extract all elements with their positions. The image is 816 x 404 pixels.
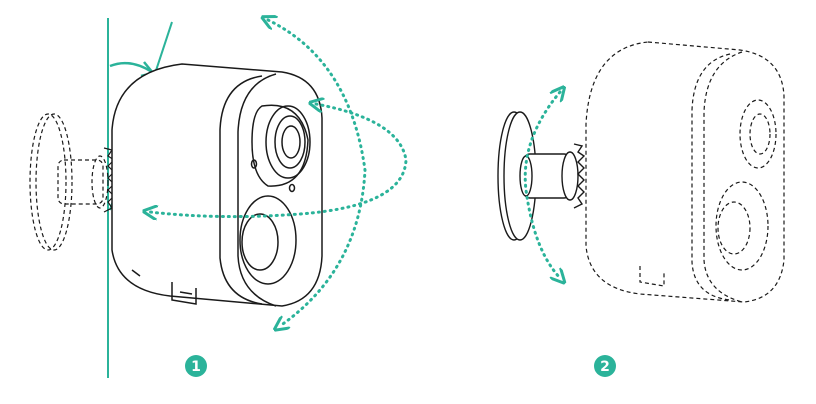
camera-body-dashed	[585, 41, 785, 303]
step-2-illustration: 2	[497, 41, 785, 377]
vertical-rotation-arrow-icon	[268, 20, 367, 326]
camera-body	[111, 63, 323, 307]
swivel-rotation-arrow-icon	[523, 92, 560, 278]
mount-gear	[103, 147, 115, 213]
horizontal-rotation-arrow-icon	[150, 104, 408, 217]
step-2-badge: 2	[594, 355, 616, 377]
step-1-number: 1	[191, 359, 201, 375]
tilt-angle-arc	[109, 61, 153, 74]
step-1-illustration: 1	[29, 18, 408, 378]
mount-gear-step-2	[573, 143, 586, 209]
mount-base-dashed	[29, 113, 109, 251]
mount-base-solid	[497, 111, 579, 241]
step-2-number: 2	[600, 359, 610, 375]
rotation-arrows-step-1	[150, 20, 408, 326]
step-1-badge: 1	[185, 355, 207, 377]
